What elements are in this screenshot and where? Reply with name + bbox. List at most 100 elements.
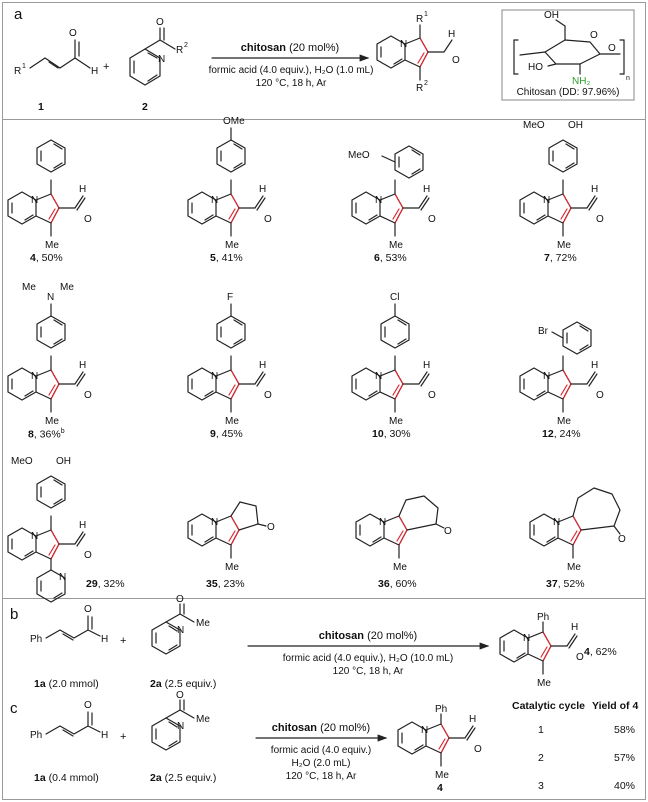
svg-text:O: O [84,550,92,561]
cond-c-2: H₂O (2.0 mL) [291,758,351,769]
svg-text:H: H [423,360,430,371]
structure-2a-c: O Me N [151,690,210,751]
svg-text:NH₂: NH₂ [572,76,590,87]
svg-text:H: H [571,622,578,633]
svg-text:N: N [31,371,38,382]
atom-R: R [416,83,423,94]
structure-4-b: Ph N H O Me [499,612,584,689]
svg-text:O: O [264,390,272,401]
svg-text:O: O [84,214,92,225]
structure-37: N O Me [529,487,626,573]
structure-29: MeO OH N H O N [7,456,92,603]
atom-R: R [14,66,21,77]
structure-6: MeO N H O Me [348,145,436,251]
svg-text:O: O [428,214,436,225]
atom-O: O [156,17,164,28]
product-label-8: 8, 36%b [28,428,65,441]
svg-text:H: H [79,520,86,531]
svg-text:Me: Me [435,770,449,781]
separator-bottom [2,598,646,599]
svg-text:N: N [211,195,218,206]
svg-text:N: N [375,371,382,382]
svg-text:Me: Me [557,416,571,427]
table-cell: 3 [538,780,544,792]
svg-text:MeO: MeO [11,456,33,467]
svg-text:Me: Me [225,562,239,573]
table-cell: 40% [614,780,636,792]
label-1a-c: 1a (0.4 mmol) [34,772,99,784]
cond-c-3: 120 °C, 18 h, Ar [285,771,357,782]
svg-text:N: N [211,371,218,382]
product-label-7: 7, 72% [544,252,577,264]
cond-a-2: 120 °C, 18 h, Ar [255,78,327,89]
svg-text:n: n [626,75,630,82]
structure-1a-c: Ph O H [30,700,108,741]
svg-text:O: O [474,744,482,755]
svg-text:O: O [264,214,272,225]
svg-text:H: H [591,184,598,195]
svg-text:N: N [553,517,560,528]
structure-1a-b: Ph O H [30,604,108,645]
svg-text:O: O [596,390,604,401]
svg-text:MeO: MeO [348,150,370,161]
svg-text:2: 2 [424,80,428,87]
structure-12: Br N H O Me [519,321,604,427]
svg-text:O: O [84,604,92,615]
label-cmp1: 1 [38,101,44,113]
svg-text:O: O [576,652,584,663]
svg-text:O: O [618,534,626,545]
table-cell: 1 [538,724,544,736]
svg-text:N: N [211,517,218,528]
svg-text:Ph: Ph [435,704,447,715]
atom-O: O [69,28,77,39]
product-label-10: 10, 30% [372,428,411,440]
panel-label-a: a [14,6,23,23]
atom-H: H [448,29,455,40]
svg-text:OH: OH [544,10,559,21]
svg-text:Me: Me [196,714,210,725]
product-label-6: 6, 53% [374,252,407,264]
plus-sign: + [103,61,109,73]
svg-text:N: N [31,195,38,206]
product-label-5: 5, 41% [210,252,243,264]
svg-text:Me: Me [557,240,571,251]
svg-text:Me: Me [567,562,581,573]
atom-N: N [158,54,165,65]
structure-2: O R 2 N [129,17,188,86]
product-label-12: 12, 24% [542,428,581,440]
structure-9: F N H O Me [187,292,272,427]
cond-b-1: formic acid (4.0 equiv.), H₂O (10.0 mL) [282,653,454,664]
svg-text:+: + [120,731,126,743]
product-label-35: 35, 23% [206,578,245,590]
svg-text:H: H [101,730,108,741]
svg-text:Ph: Ph [537,612,549,623]
structure-36: N O Me [355,495,452,573]
svg-text:N: N [379,517,386,528]
svg-text:Me: Me [22,282,36,293]
svg-text:F: F [227,292,233,303]
svg-text:Me: Me [60,282,74,293]
svg-text:N: N [59,572,66,583]
svg-text:N: N [543,195,550,206]
svg-text:Me: Me [196,618,210,629]
label-2a-b: 2a (2.5 equiv.) [150,678,217,690]
svg-text:N: N [421,725,428,736]
svg-text:OMe: OMe [223,116,245,127]
table-header-yield: Yield of 4 [592,700,639,712]
structure-10: Cl N H O Me [351,292,436,427]
svg-text:H: H [259,360,266,371]
structure-product-a: N R 1 R 2 H O [376,11,460,94]
svg-text:N: N [177,625,184,636]
svg-text:Me: Me [389,416,403,427]
product-label-4-b: 4, 62% [584,646,617,658]
svg-text:H: H [469,714,476,725]
structure-7: MeO OH N H O Me [519,120,604,251]
product-label-36: 36, 60% [378,578,417,590]
product-label-4-c: 4 [437,782,443,794]
structure-1: O H R 1 [14,28,98,77]
svg-text:N: N [375,195,382,206]
product-label-29: 29, 32% [86,578,125,590]
svg-text:Me: Me [537,678,551,689]
